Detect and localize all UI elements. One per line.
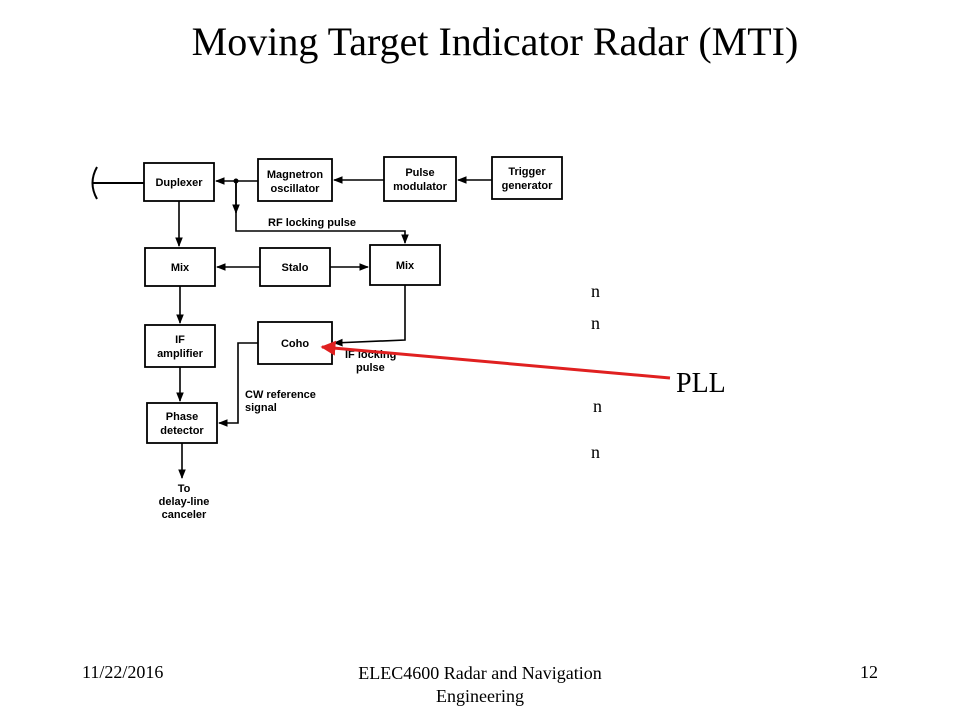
coho-label: Coho — [281, 338, 309, 350]
phase-detector-block — [146, 402, 218, 444]
footer-date: 11/22/2016 — [82, 662, 164, 682]
bullet-mark: n — [593, 396, 602, 416]
mix-right-label: Mix — [396, 260, 415, 272]
page-number: 12 — [860, 662, 878, 682]
trigger-generator-block — [491, 156, 563, 200]
junction-dot — [233, 178, 239, 184]
rf-locking-label: RF locking pulse — [268, 217, 356, 229]
output-label-3: canceler — [162, 509, 207, 521]
magnetron-label-1: Magnetron — [267, 169, 324, 181]
bullet-mark: n — [591, 281, 600, 301]
pulse-modulator-label-2: modulator — [393, 181, 447, 193]
cw-reference-label-1: CW reference — [245, 389, 316, 401]
phase-detector-label-1: Phase — [166, 411, 198, 423]
pulse-modulator-block — [383, 156, 457, 202]
bullet-mark: n — [591, 442, 600, 462]
trigger-label-1: Trigger — [508, 166, 546, 178]
if-amplifier-label-2: amplifier — [157, 348, 204, 360]
stalo-label: Stalo — [282, 262, 309, 274]
if-amplifier-label-1: IF — [175, 334, 185, 346]
trigger-label-2: generator — [502, 180, 553, 192]
phase-detector-label-2: detector — [160, 425, 204, 437]
output-label-1: To — [178, 483, 191, 495]
mix-left-block — [144, 247, 216, 287]
cw-reference-label-2: signal — [245, 402, 277, 414]
bullet-mark: n — [591, 313, 600, 333]
slide-title: Moving Target Indicator Radar (MTI) — [191, 19, 799, 64]
duplexer-block — [143, 162, 215, 202]
mix-left-label: Mix — [171, 262, 190, 274]
duplexer-label: Duplexer — [155, 177, 203, 189]
pll-arrow — [320, 340, 671, 380]
footer-course-line-2: Engineering — [436, 686, 524, 706]
pulse-modulator-label-1: Pulse — [405, 167, 434, 179]
if-locking-label-2: pulse — [356, 362, 385, 374]
footer-course-line-1: ELEC4600 Radar and Navigation — [358, 663, 602, 683]
if-amplifier-block — [144, 324, 216, 368]
magnetron-block — [257, 158, 333, 202]
output-label-2: delay-line — [159, 496, 210, 508]
magnetron-label-2: oscillator — [271, 183, 321, 195]
mix-right-block — [369, 244, 441, 286]
footer-course: ELEC4600 Radar and Navigation Engineerin… — [330, 662, 630, 708]
antenna-icon — [91, 166, 144, 200]
pll-annotation: PLL — [676, 368, 726, 399]
